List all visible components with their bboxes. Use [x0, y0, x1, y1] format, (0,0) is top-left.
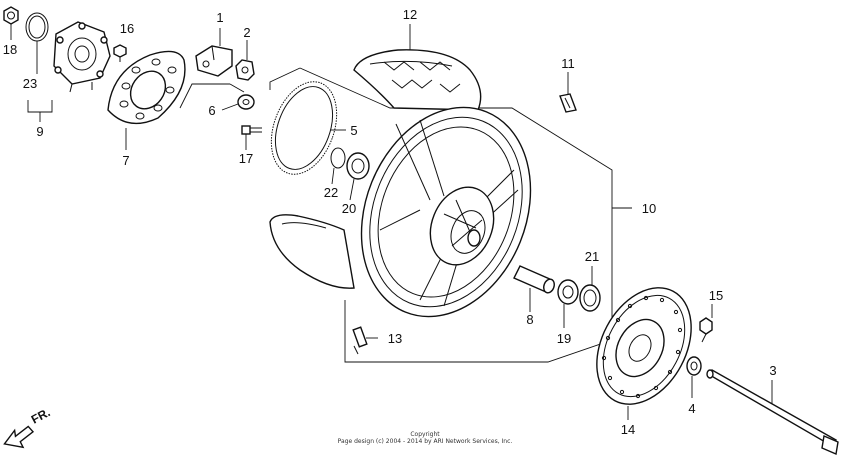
damper-seat-shape [269, 214, 355, 289]
label-part-23: 23 [23, 76, 37, 91]
part-5-sensor-ring [270, 81, 346, 175]
part-22-circlip [330, 147, 346, 185]
label-part-15: 15 [709, 288, 723, 303]
label-part-14: 14 [621, 422, 635, 437]
callout-labels: 1 2 3 4 5 6 7 8 9 10 11 12 13 14 15 16 1… [3, 7, 777, 437]
part-7-sprocket [107, 50, 186, 150]
label-part-19: 19 [557, 331, 571, 346]
part-12-tire [353, 24, 482, 111]
copyright-line: Copyright [410, 431, 440, 438]
part-2-nut [235, 40, 255, 81]
part-17-bolt [241, 125, 262, 150]
forward-direction-label: FR. [29, 405, 53, 426]
label-part-18: 18 [3, 42, 17, 57]
page-design-credit: Page design (c) 2004 - 2014 by ARI Netwo… [337, 438, 513, 445]
label-part-16: 16 [120, 21, 134, 36]
part-6-washer [221, 94, 255, 111]
label-part-5: 5 [350, 123, 357, 138]
part-20-bearing [346, 152, 370, 201]
part-18-nut [3, 6, 19, 40]
part-23-o-ring [25, 12, 49, 74]
label-part-10: 10 [642, 201, 656, 216]
label-part-12: 12 [403, 7, 417, 22]
part-21-dust-seal [579, 266, 601, 312]
part-16-bolt [113, 44, 127, 62]
label-part-8: 8 [526, 312, 533, 327]
label-part-4: 4 [688, 401, 695, 416]
part-1-chain-adjuster [195, 28, 233, 77]
part-3-axle [706, 369, 839, 455]
label-part-9: 9 [36, 124, 43, 139]
part-10-wheel [360, 106, 532, 318]
label-part-11: 11 [561, 56, 575, 71]
label-part-20: 20 [342, 201, 356, 216]
part-4-collar [686, 356, 702, 398]
part-13-valve [352, 326, 378, 355]
label-part-3: 3 [769, 363, 776, 378]
label-part-1: 1 [216, 10, 223, 25]
label-part-17: 17 [239, 151, 253, 166]
label-part-13: 13 [388, 331, 402, 346]
part-14-brake-disc [596, 287, 692, 420]
part-15-disc-bolt [699, 304, 713, 343]
part-9-driven-flange [53, 21, 111, 93]
label-part-21: 21 [585, 249, 599, 264]
label-part-22: 22 [324, 185, 338, 200]
label-part-7: 7 [122, 153, 129, 168]
label-part-2: 2 [243, 25, 250, 40]
part-11-balance-weight [559, 72, 577, 113]
part-19-bearing [557, 279, 579, 328]
label-part-6: 6 [208, 103, 215, 118]
forward-direction-arrow-icon: FR. [3, 405, 53, 449]
part-8-spacer [513, 265, 555, 312]
